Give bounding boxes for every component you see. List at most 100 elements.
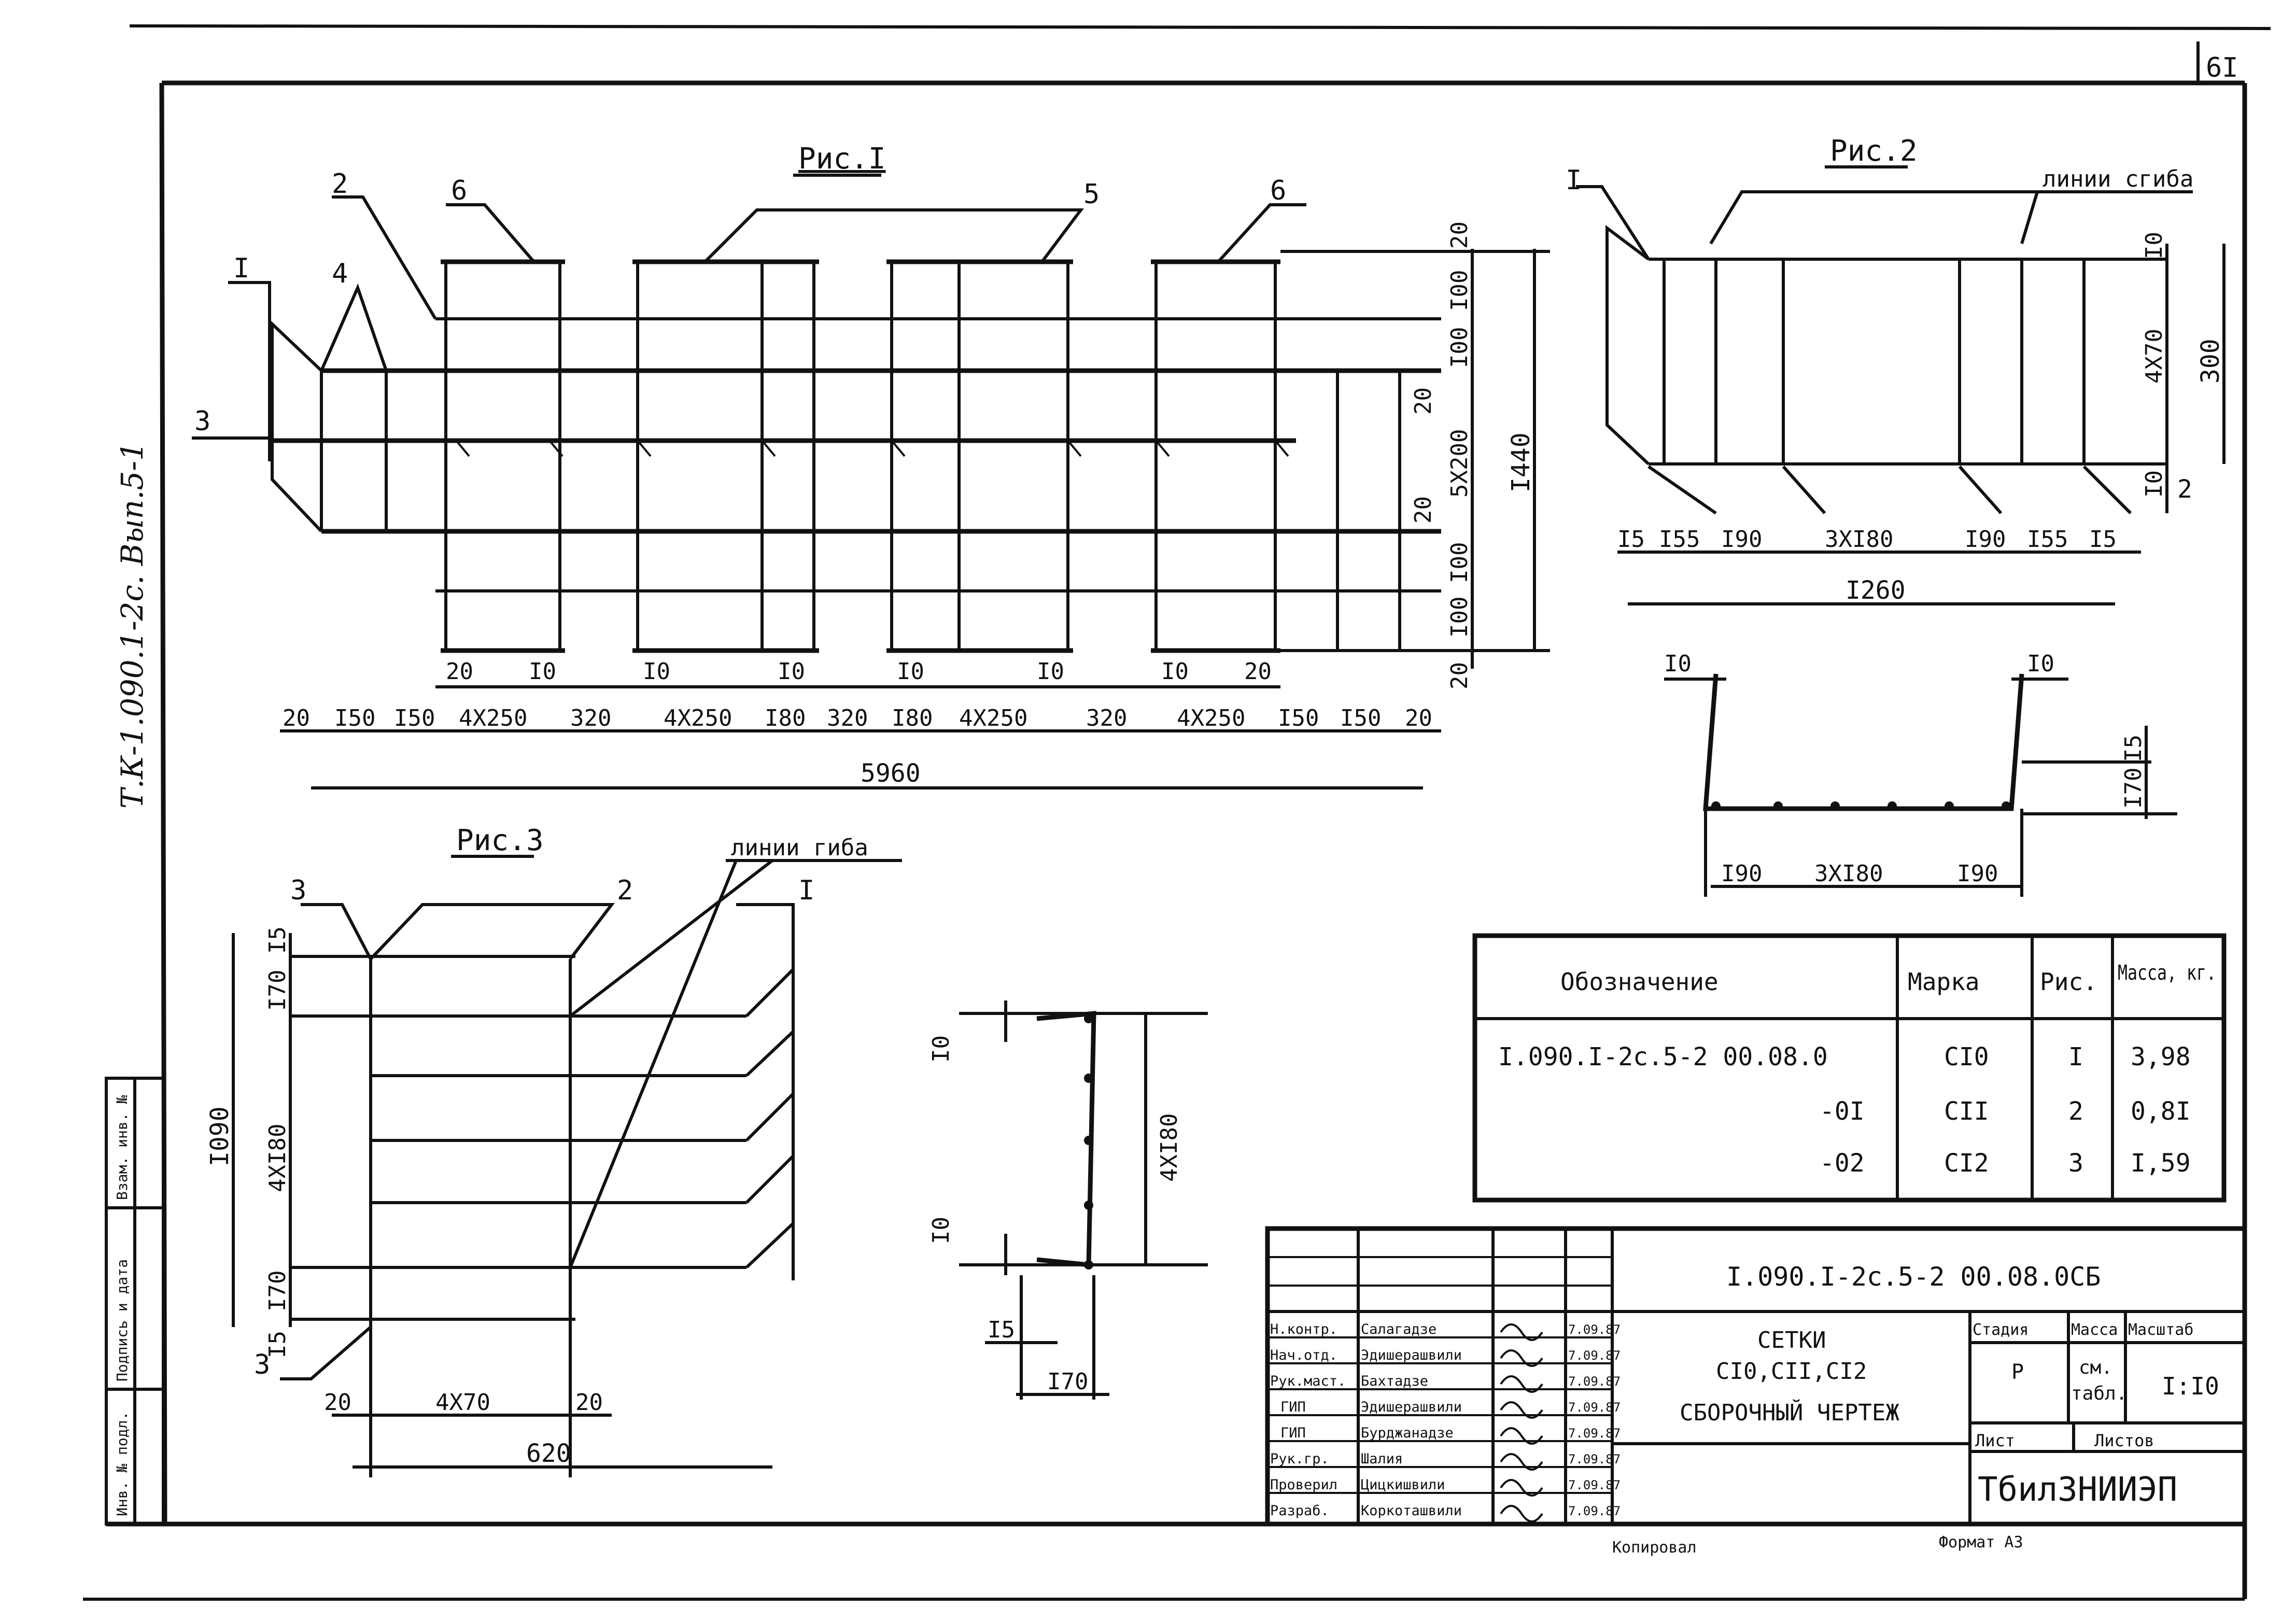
- svg-text:I0: I0: [643, 658, 670, 685]
- stamp-vzam: Взам. инв. №: [114, 1095, 131, 1200]
- fig2: Рис.2 линии сгиба I 2 I5 I55 I90 3: [1566, 134, 2225, 897]
- svg-text:-0I: -0I: [1820, 1097, 1865, 1126]
- fig3-pos-3a: 3: [290, 875, 306, 906]
- svg-text:I50: I50: [334, 705, 375, 731]
- doc-code: I.090.I-2с.5-2 00.08.0СБ: [1726, 1262, 2101, 1292]
- svg-text:I: I: [2068, 1042, 2083, 1071]
- svg-text:7.09.87: 7.09.87: [1568, 1322, 1621, 1337]
- svg-text:I0: I0: [897, 658, 924, 685]
- stage-value: Р: [2011, 1360, 2024, 1384]
- spec-header-mark: Марка: [1908, 968, 1979, 996]
- sheet-number: 6I: [2206, 52, 2238, 83]
- svg-text:I55: I55: [2027, 526, 2068, 553]
- svg-text:3XI80: 3XI80: [1825, 526, 1893, 553]
- svg-text:I50: I50: [394, 705, 435, 731]
- svg-text:I70: I70: [264, 1271, 291, 1311]
- svg-text:3,98: 3,98: [2131, 1042, 2191, 1071]
- svg-text:320: 320: [1086, 705, 1127, 731]
- scale-header: Масштаб: [2128, 1321, 2193, 1339]
- svg-text:I90: I90: [1965, 526, 2006, 553]
- fig2-total: I260: [1846, 576, 1906, 605]
- fig2-dims-right: I0 4X70 I0: [2141, 232, 2167, 498]
- svg-text:Эдишерашвили: Эдишерашвили: [1361, 1399, 1462, 1415]
- svg-text:7.09.87: 7.09.87: [1568, 1348, 1621, 1363]
- svg-text:Бахтадзе: Бахтадзе: [1361, 1373, 1428, 1389]
- svg-text:I5: I5: [2089, 526, 2117, 553]
- fig2-height: 300: [2196, 338, 2225, 384]
- svg-text:I5: I5: [1617, 526, 1645, 553]
- svg-text:I5: I5: [264, 926, 291, 954]
- svg-text:7.09.87: 7.09.87: [1568, 1504, 1621, 1518]
- svg-text:I0: I0: [1664, 651, 1692, 677]
- stamp-sign: Подпись и дата: [114, 1259, 131, 1381]
- fig1-dims-sub: 20 I0 I0 I0 I0 I0 I0 20: [446, 658, 1272, 685]
- doc-name-3: СБОРОЧНЫЙ ЧЕРТЕЖ: [1680, 1399, 1899, 1426]
- org-name: ТбилЗНИИЭП: [1978, 1471, 2177, 1509]
- svg-text:20: 20: [283, 705, 310, 731]
- fig1-total: 5960: [861, 759, 921, 788]
- svg-text:0,8I: 0,8I: [2131, 1097, 2191, 1126]
- svg-text:20: 20: [324, 1389, 351, 1416]
- svg-text:20: 20: [575, 1389, 603, 1416]
- svg-text:I90: I90: [1721, 526, 1762, 553]
- spec-header-fig: Рис.: [2040, 968, 2097, 996]
- fig3: Рис.3 линии гиба 3 2 I 3: [205, 824, 1208, 1477]
- signers: Н.контр. Салагадзе 7.09.87 Нач.отд. Эдиш…: [1270, 1321, 1621, 1519]
- svg-text:I5: I5: [2120, 735, 2147, 762]
- svg-text:20: 20: [446, 658, 473, 685]
- svg-text:I0: I0: [928, 1217, 954, 1244]
- svg-text:Бурджанадзе: Бурджанадзе: [1361, 1425, 1454, 1441]
- fig2-bend: линии сгиба: [2043, 166, 2193, 192]
- svg-text:I00: I00: [1446, 597, 1473, 638]
- spec-header-designation: Обозначение: [1560, 968, 1719, 996]
- svg-text:Коркоташвили: Коркоташвили: [1361, 1503, 1462, 1519]
- fig1-pos-5: 5: [1083, 179, 1100, 210]
- side-stamp: Инв. № подл. Подпись и дата Взам. инв. №: [105, 1077, 165, 1526]
- fig1: Рис.I: [192, 142, 1550, 789]
- svg-text:I5: I5: [264, 1331, 291, 1358]
- svg-text:5X200: 5X200: [1446, 429, 1473, 498]
- svg-text:I0: I0: [2027, 651, 2054, 677]
- svg-text:320: 320: [570, 705, 611, 731]
- svg-text:Проверил: Проверил: [1270, 1477, 1337, 1493]
- svg-text:4X250: 4X250: [459, 705, 527, 731]
- svg-text:СI0: СI0: [1944, 1042, 1989, 1071]
- doc-name-1: СЕТКИ: [1757, 1327, 1826, 1353]
- svg-text:4XI80: 4XI80: [264, 1124, 291, 1192]
- svg-text:320: 320: [827, 705, 868, 731]
- svg-text:Разраб.: Разраб.: [1270, 1503, 1329, 1519]
- fig3-pos-2: 2: [617, 875, 633, 906]
- svg-text:ГИП: ГИП: [1280, 1425, 1306, 1441]
- fig1-height: I440: [1506, 432, 1536, 492]
- fig1-pos-3: 3: [194, 406, 210, 437]
- svg-text:I5: I5: [988, 1317, 1015, 1343]
- svg-text:I,59: I,59: [2131, 1149, 2191, 1178]
- fig1-pos-6a: 6: [451, 175, 467, 206]
- mass-value-2: табл.: [2071, 1383, 2127, 1404]
- svg-text:Рук.маст.: Рук.маст.: [1270, 1373, 1346, 1389]
- svg-text:I.090.I-2с.5-2 00.08.0: I.090.I-2с.5-2 00.08.0: [1498, 1042, 1828, 1071]
- signatures: [1500, 1323, 1543, 1522]
- fig2-pos-1: I: [1566, 165, 1582, 196]
- sheet-frame: [83, 24, 2271, 1601]
- svg-text:I0: I0: [529, 658, 556, 685]
- svg-text:ГИП: ГИП: [1280, 1399, 1306, 1415]
- svg-text:I0: I0: [2141, 232, 2167, 259]
- svg-text:СII: СII: [1944, 1097, 1989, 1126]
- spec-table: Обозначение Марка Рис. Масса, кг. I.090.…: [1472, 933, 2227, 1203]
- title-block: I.090.I-2с.5-2 00.08.0СБ СЕТКИ СI0,СII,С…: [1265, 1226, 2247, 1527]
- svg-text:7.09.87: 7.09.87: [1568, 1452, 1621, 1466]
- sheets-label: Листов: [2094, 1431, 2154, 1450]
- fig2-pos-2: 2: [2177, 475, 2192, 504]
- svg-text:Н.контр.: Н.контр.: [1270, 1321, 1337, 1337]
- svg-text:I80: I80: [892, 705, 933, 731]
- fig2-title: Рис.2: [1830, 134, 1918, 168]
- spec-row: I.090.I-2с.5-2 00.08.0 СI0 I 3,98: [1498, 1042, 2191, 1071]
- svg-text:Нач.отд.: Нач.отд.: [1270, 1347, 1337, 1363]
- svg-text:I70: I70: [264, 970, 291, 1011]
- svg-text:I0: I0: [1037, 658, 1064, 685]
- svg-text:I90: I90: [1721, 861, 1762, 887]
- fig1-dims-right: 20 I00 I00 20 5X200 20 I00 I00 20: [1410, 221, 1473, 689]
- svg-text:20: 20: [1446, 662, 1473, 689]
- svg-text:4X250: 4X250: [664, 705, 732, 731]
